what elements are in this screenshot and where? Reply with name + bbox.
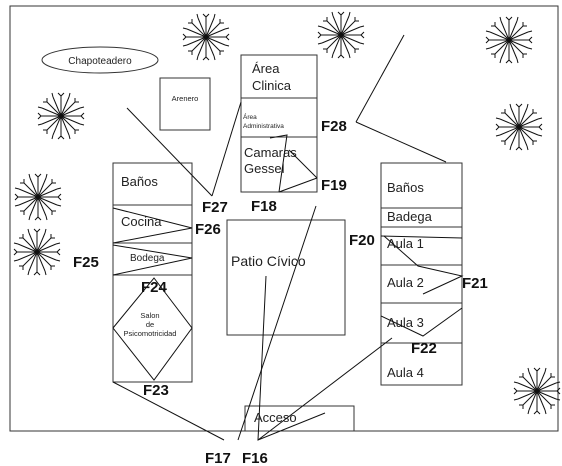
pointer-line-f23 — [112, 381, 225, 441]
arenero-label: Arenero — [172, 94, 199, 103]
marker-f25: F25 — [73, 254, 99, 271]
left-building — [112, 162, 193, 383]
banos-left-label: Baños — [121, 174, 158, 189]
right-building — [380, 162, 463, 386]
marker-f18: F18 — [251, 198, 277, 215]
aula-3-label: Aula 3 — [387, 315, 424, 330]
banos-right-label: Baños — [387, 180, 424, 195]
pointer-line-f27 — [211, 101, 242, 197]
pointer-line-f27 — [126, 107, 213, 197]
patio-civico-area — [226, 219, 346, 336]
site-boundary — [9, 5, 559, 432]
pointer-line-f20 — [380, 235, 463, 239]
pointer-line-f28 — [355, 34, 405, 123]
tree-icon — [14, 173, 62, 221]
tree-icon — [317, 11, 365, 59]
tree-icon — [495, 103, 543, 151]
pointer-line-f22 — [380, 307, 463, 337]
pointer-line-f19 — [288, 149, 318, 179]
tree-icon — [485, 16, 533, 64]
pointer-line-f26 — [112, 207, 193, 244]
marker-f28: F28 — [321, 118, 347, 135]
marker-f22: F22 — [411, 340, 437, 357]
marker-f20: F20 — [349, 232, 375, 249]
marker-f27: F27 — [202, 199, 228, 216]
badega-label: Badega — [387, 209, 433, 224]
camaras-label-1: Camaras — [244, 145, 297, 160]
marker-f23: F23 — [143, 382, 169, 399]
area-administrativa-label-2: Administrativa — [243, 123, 284, 130]
salon-label-2: de — [146, 320, 154, 329]
marker-f21: F21 — [462, 275, 488, 292]
pointer-lines — [112, 34, 464, 441]
marker-f17: F17 — [205, 450, 231, 466]
pointer-line-f26 — [112, 244, 193, 276]
salon-label-1: Salon — [140, 311, 159, 320]
arenero-box — [159, 77, 211, 131]
salon-label-3: Psicomotricidad — [124, 329, 177, 338]
pointer-line-f28 — [355, 121, 447, 163]
tree-icon — [37, 92, 85, 140]
marker-f16: F16 — [242, 450, 268, 466]
marker-f24: F24 — [141, 279, 168, 296]
pointer-line-f17 — [237, 205, 317, 441]
area-clinica-label-2: Clinica — [252, 78, 292, 93]
patio-civico-label: Patio Cívico — [231, 253, 306, 269]
acceso-label: Acceso — [254, 410, 297, 425]
tree-icon — [513, 367, 561, 415]
cocina-label: Cocina — [121, 214, 162, 229]
tree-icon — [182, 13, 230, 61]
area-administrativa-label-1: Área — [243, 112, 257, 121]
marker-f19: F19 — [321, 177, 347, 194]
chapoteadero-label: Chapoteadero — [68, 56, 132, 67]
chapoteadero-pool — [41, 46, 159, 74]
bodega-label: Bodega — [130, 253, 165, 264]
pointer-line-f21 — [383, 235, 464, 295]
tree-icon — [13, 228, 61, 276]
pointer-line-f18 — [269, 134, 288, 193]
aula-2-label: Aula 2 — [387, 275, 424, 290]
pointer-line-f19 — [278, 177, 318, 193]
area-clinica-label-1: Área — [252, 61, 280, 76]
aula-4-label: Aula 4 — [387, 365, 424, 380]
pointer-line-f24 — [112, 277, 193, 381]
camaras-label-2: Gessel — [244, 161, 285, 176]
pointer-line-f16 — [257, 337, 393, 441]
marker-f26: F26 — [195, 221, 221, 238]
